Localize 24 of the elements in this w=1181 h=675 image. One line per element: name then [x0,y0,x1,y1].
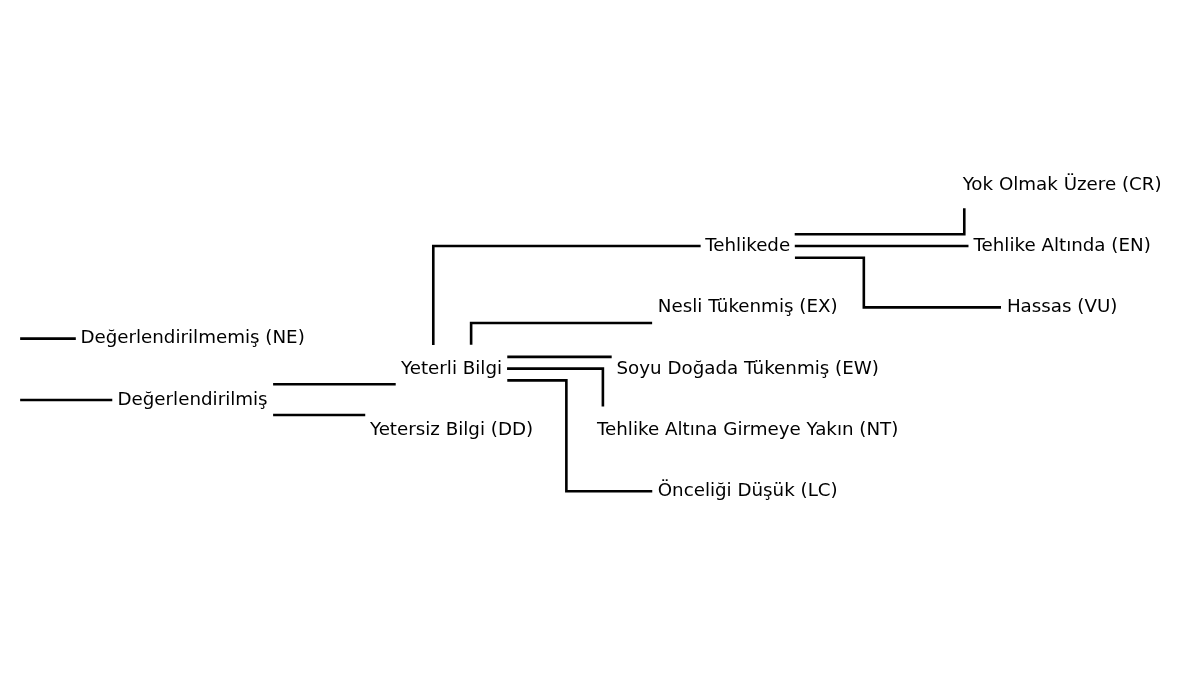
node-text: Değerlendirilmemiş (NE) [80,325,305,347]
node-text: Yok Olmak Üzere (CR) [962,172,1162,194]
node-text: Tehlikede [705,233,791,255]
connector [507,366,605,406]
connector [794,244,969,247]
connector [20,398,113,401]
connector [507,378,653,493]
connector [20,336,76,340]
node-text: Önceliği Düşük (LC) [657,478,838,500]
node-text: Nesli Tükenmiş (EX) [657,294,838,316]
node-text: Yeterli Bilgi [401,355,503,377]
connector [273,413,366,416]
connector [794,207,966,236]
connector [507,355,612,358]
node-text: Tehlike Altına Girmeye Yakın (NT) [597,417,899,439]
connector [469,321,653,345]
node-text: Soyu Doğada Tükenmiş (EW) [616,355,879,377]
node-text: Hassas (VU) [1006,294,1118,316]
node-text: Yetersiz Bilgi (DD) [369,417,534,439]
node-text: Tehlike Altında (EN) [973,233,1151,255]
connector [432,244,701,345]
node-text: Değerlendirilmiş [117,387,268,409]
connector [273,382,396,386]
connector [794,255,1001,309]
